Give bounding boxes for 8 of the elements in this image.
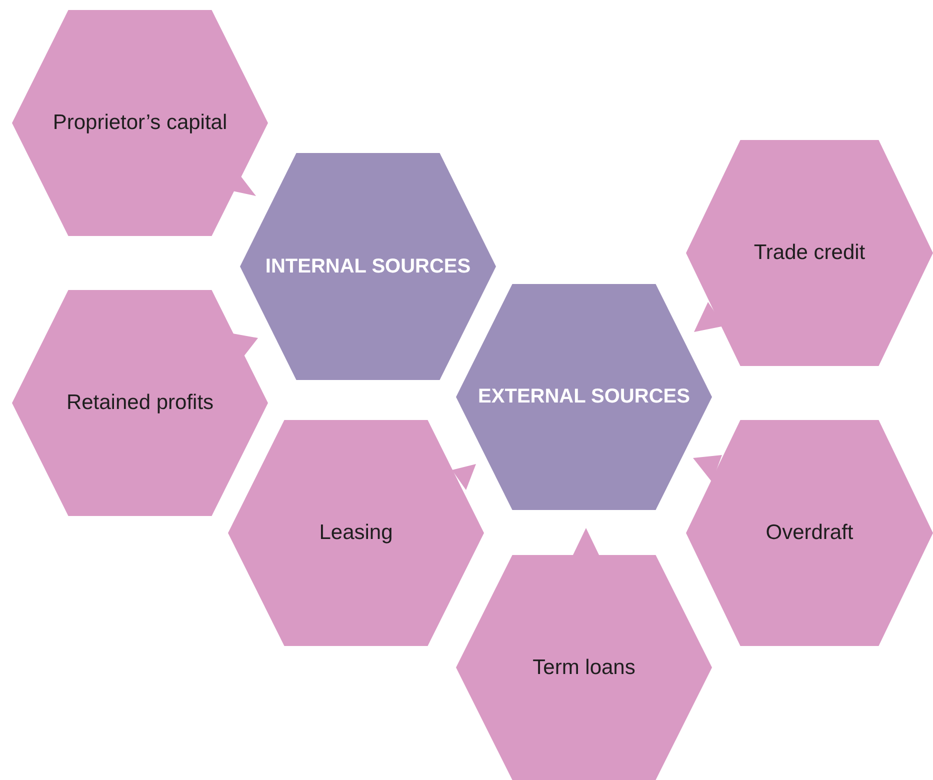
source-label: Overdraft (766, 520, 854, 546)
source-label: Term loans (532, 655, 636, 680)
source-label: Proprietor’s capital (52, 110, 228, 136)
category-label: INTERNAL SOURCES (265, 255, 471, 278)
category-label: EXTERNAL SOURCES (478, 386, 690, 408)
source-label: Retained profits (66, 390, 214, 416)
source-label: Trade credit (754, 240, 866, 266)
source-label: Leasing (319, 520, 393, 546)
